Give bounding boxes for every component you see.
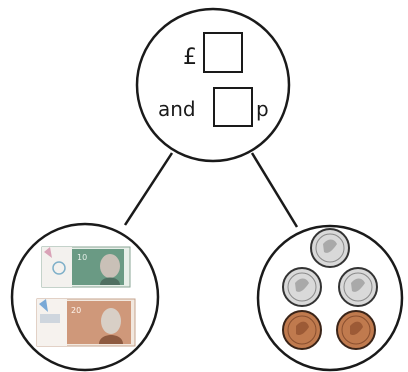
copper-coin [282,310,322,350]
pence-symbol: p [256,97,269,121]
pence-answer-box[interactable] [213,87,253,127]
silver-coin [310,228,350,268]
silver-coin [338,267,378,307]
notes-part-circle: 10 20 [10,222,160,372]
silver-coin [282,267,322,307]
whole-circle: £ and p [135,7,291,163]
connector-left [123,152,174,226]
connector-right [250,152,299,228]
note-value-20: 20 [71,306,81,315]
ten-pound-note: 10 [41,246,131,288]
coins-part-circle [256,224,404,372]
and-label: and [158,97,196,121]
twenty-pound-note: 20 [36,298,136,347]
pounds-symbol: £ [183,45,197,70]
note-value-10: 10 [77,253,87,262]
pounds-answer-box[interactable] [203,32,243,73]
copper-coin [336,310,376,350]
